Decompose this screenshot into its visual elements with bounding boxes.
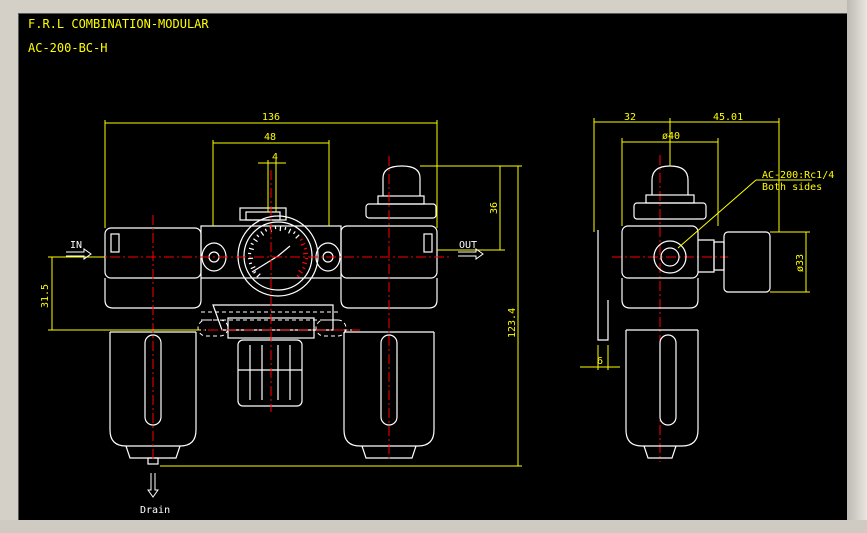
gauge-tick xyxy=(300,242,306,246)
gauge-tick xyxy=(264,228,268,232)
gauge-tick xyxy=(302,266,306,270)
gauge-tick xyxy=(253,238,258,243)
gauge-tick xyxy=(298,269,303,274)
dim-side-dia40: ø40 xyxy=(662,131,680,142)
port-note-1: AC-200:Rc1/4 xyxy=(762,170,834,181)
drain-arrow-icon xyxy=(147,473,159,498)
gauge-tick xyxy=(250,242,254,246)
dim-side-6: 6 xyxy=(597,356,603,367)
front-dimensions xyxy=(48,120,522,467)
dim-side-32: 32 xyxy=(624,112,636,123)
gauge-tick xyxy=(299,238,303,242)
port-note-2: Both sides xyxy=(762,182,822,193)
gauge-tick xyxy=(260,231,265,236)
side-dimension-text: 32 45.01 ø40 ø33 6 AC-200:Rc1/4 Both sid… xyxy=(597,112,834,367)
label-drain: Drain xyxy=(140,505,170,516)
in-arrow-icon xyxy=(66,248,92,260)
gauge-tick xyxy=(288,228,292,234)
drawing-model: AC-200-BC-H xyxy=(28,41,107,55)
dim-port-height: 31.5 xyxy=(40,284,51,308)
label-in: IN xyxy=(70,240,82,251)
gauge-tick xyxy=(295,234,300,239)
gauge-tick xyxy=(256,273,261,278)
flow-arrows xyxy=(66,248,484,498)
window-right-border xyxy=(847,0,867,533)
out-arrow-icon xyxy=(458,248,484,260)
window-bottom-border xyxy=(0,520,867,533)
gauge-tick xyxy=(250,266,256,270)
gauge-tick xyxy=(248,262,253,265)
gauge-tick xyxy=(253,270,257,274)
gauge-tick xyxy=(248,247,255,251)
dim-center-width: 48 xyxy=(264,132,276,143)
side-view xyxy=(597,165,771,459)
front-dimension-text: 136 48 4 36 123.4 31.5 xyxy=(40,112,518,338)
dim-overall-width: 136 xyxy=(262,112,280,123)
dim-total-height: 123.4 xyxy=(507,308,518,338)
side-dimensions xyxy=(580,118,812,370)
gauge-tick xyxy=(301,261,308,265)
dim-side-45: 45.01 xyxy=(713,112,743,123)
dim-side-dia33: ø33 xyxy=(795,254,806,272)
drawing-title: F.R.L COMBINATION-MODULAR xyxy=(28,17,209,31)
pressure-gauge xyxy=(237,215,319,297)
label-out: OUT xyxy=(459,240,477,251)
gauge-tick xyxy=(256,234,260,238)
gauge-tick xyxy=(284,226,287,231)
gauge-tick xyxy=(292,231,296,235)
gauge-tick xyxy=(303,247,308,250)
dim-lube-height: 36 xyxy=(489,202,500,214)
flow-labels: IN OUT Drain xyxy=(70,240,477,516)
gauge-tick xyxy=(296,274,300,278)
dim-gauge-offset: 4 xyxy=(272,152,278,163)
